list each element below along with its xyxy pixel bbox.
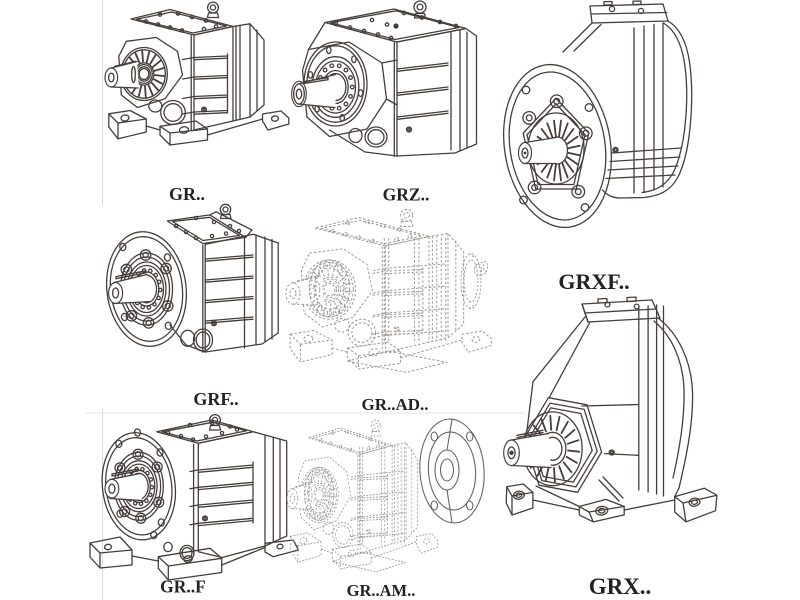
svg-text:GRX..: GRX.. <box>589 574 652 599</box>
svg-text:GRF..: GRF.. <box>193 389 238 409</box>
svg-text:GR..AD..: GR..AD.. <box>361 395 428 414</box>
svg-text:GRZ..: GRZ.. <box>383 185 430 205</box>
svg-text:GR..AM..: GR..AM.. <box>347 581 416 600</box>
svg-text:GRXF..: GRXF.. <box>558 269 629 294</box>
svg-text:GR..: GR.. <box>169 184 205 204</box>
svg-text:GR..F: GR..F <box>160 577 206 597</box>
